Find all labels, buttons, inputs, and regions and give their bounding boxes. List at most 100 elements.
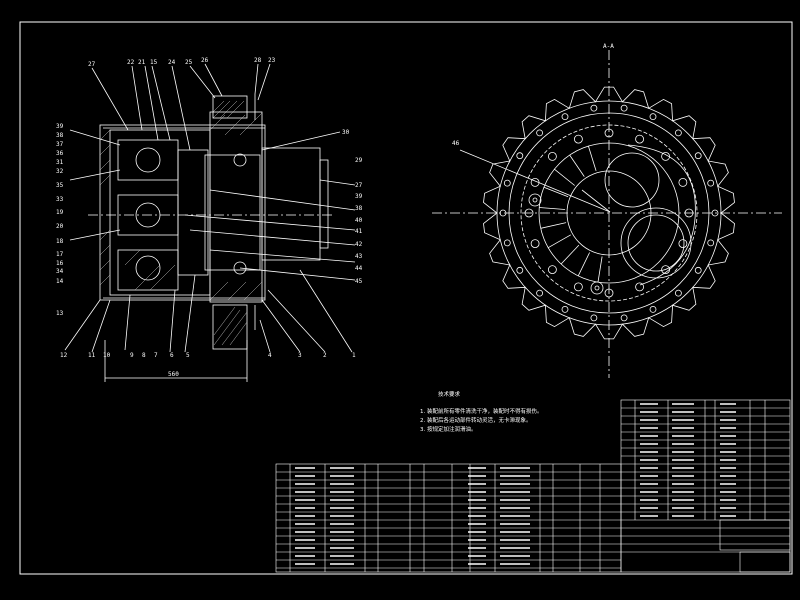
bolt-hole xyxy=(604,128,614,138)
callout: 2 xyxy=(323,352,327,359)
bolt-hole xyxy=(620,104,628,112)
table-entry-mark xyxy=(500,467,530,469)
callout: 21 xyxy=(138,59,146,66)
table-entry-mark xyxy=(330,515,354,517)
table-entry-mark xyxy=(500,491,530,493)
hub-rib xyxy=(548,234,571,249)
table-entry-mark xyxy=(672,515,694,517)
table-entry-mark xyxy=(468,515,486,517)
bolt-hole xyxy=(707,179,715,187)
table-entry-mark xyxy=(720,507,736,509)
bolt-hole xyxy=(620,314,628,322)
bolt-hole xyxy=(604,288,614,298)
bolt-hole xyxy=(590,314,598,322)
table-entry-mark xyxy=(468,483,486,485)
table-entry-mark xyxy=(468,539,486,541)
bolt-holes xyxy=(499,104,719,322)
bolt-hole xyxy=(503,179,511,187)
sprocket-root-circle xyxy=(496,100,722,326)
drawing-frame xyxy=(19,21,793,575)
table-entry-mark xyxy=(720,403,736,405)
table-entry-mark xyxy=(468,499,486,501)
callout: 22 xyxy=(127,59,135,66)
hub-rib xyxy=(560,244,580,265)
callout: 32 xyxy=(56,168,64,175)
table-entry-mark xyxy=(468,491,486,493)
hub-rib xyxy=(554,168,575,186)
callout: 36 xyxy=(56,150,64,157)
table-entry-mark xyxy=(295,475,315,477)
table-entry-mark xyxy=(330,483,354,485)
callout: 19 xyxy=(56,209,64,216)
sectional-view xyxy=(64,63,356,382)
bolt-hole xyxy=(678,177,688,187)
callout: 14 xyxy=(56,278,64,285)
bolt-hole xyxy=(503,239,511,247)
table-entry-mark xyxy=(720,427,736,429)
callout: 18 xyxy=(56,238,64,245)
table-entry-mark xyxy=(672,467,694,469)
technical-notes: 技术要求 1. 装配前所有零件清洗干净，装配时不得有损伤。 2. 装配后各运动部… xyxy=(420,390,543,433)
bolt-hole xyxy=(574,134,583,144)
table-entry-mark xyxy=(720,483,736,485)
bolt-hole xyxy=(711,209,719,217)
table-entry-mark xyxy=(672,427,694,429)
table-entry-mark xyxy=(500,531,530,533)
callout: 43 xyxy=(355,253,363,260)
notes-title: 技术要求 xyxy=(438,390,461,398)
callout: 13 xyxy=(56,310,64,317)
table-entry-mark xyxy=(672,443,694,445)
housing-outline xyxy=(99,124,266,301)
callout: 40 xyxy=(355,217,363,224)
callout: 31 xyxy=(56,159,64,166)
callout: 30 xyxy=(342,129,350,136)
table-entry-mark xyxy=(720,459,736,461)
bolt-hole xyxy=(694,266,702,274)
table-entry-mark xyxy=(330,499,354,501)
bolt-hole xyxy=(635,134,644,144)
bolt-hole xyxy=(590,104,598,112)
table-entry-mark xyxy=(640,427,658,429)
table-entry-mark xyxy=(295,499,315,501)
callout: 25 xyxy=(185,59,193,66)
table-entry-mark xyxy=(720,419,736,421)
table-entry-mark xyxy=(295,523,315,525)
callout: 38 xyxy=(56,132,64,139)
planet-cutaway-upper xyxy=(604,152,660,208)
table-entry-mark xyxy=(500,515,530,517)
table-entry-mark xyxy=(672,483,694,485)
table-entry-mark xyxy=(295,539,315,541)
callout: 5 xyxy=(186,352,190,359)
section-hatch xyxy=(99,100,263,346)
table-entry-mark xyxy=(330,531,354,533)
table-entry-mark xyxy=(295,563,315,565)
table-entry-mark xyxy=(672,435,694,437)
table-entry-mark xyxy=(672,411,694,413)
planet-cutaway-lower xyxy=(620,207,692,279)
table-entry-mark xyxy=(295,491,315,493)
callout: 46 xyxy=(452,140,460,147)
table-entry-mark xyxy=(500,539,530,541)
table-entry-mark xyxy=(468,467,486,469)
callout: 16 xyxy=(56,260,64,267)
table-entry-mark xyxy=(672,507,694,509)
callout: 34 xyxy=(56,268,64,275)
table-entry-mark xyxy=(500,523,530,525)
bolt-hole xyxy=(561,113,569,120)
table-entry-mark xyxy=(720,499,736,501)
hub-rib xyxy=(539,207,566,210)
table-entry-mark xyxy=(330,555,354,557)
table-entry-mark xyxy=(468,523,486,525)
table-entry-mark xyxy=(720,467,736,469)
table-entry-mark xyxy=(500,499,530,501)
bolt-hole xyxy=(649,113,657,120)
bolt-hole xyxy=(530,239,540,249)
table-entry-mark xyxy=(295,555,315,557)
table-entry-mark xyxy=(330,547,354,549)
table-entry-mark xyxy=(672,459,694,461)
table-entry-mark xyxy=(468,547,486,549)
table-entry-mark xyxy=(720,451,736,453)
hub-rib xyxy=(543,186,569,198)
parts-list-entries xyxy=(295,403,736,565)
callout: 11 xyxy=(88,352,96,359)
